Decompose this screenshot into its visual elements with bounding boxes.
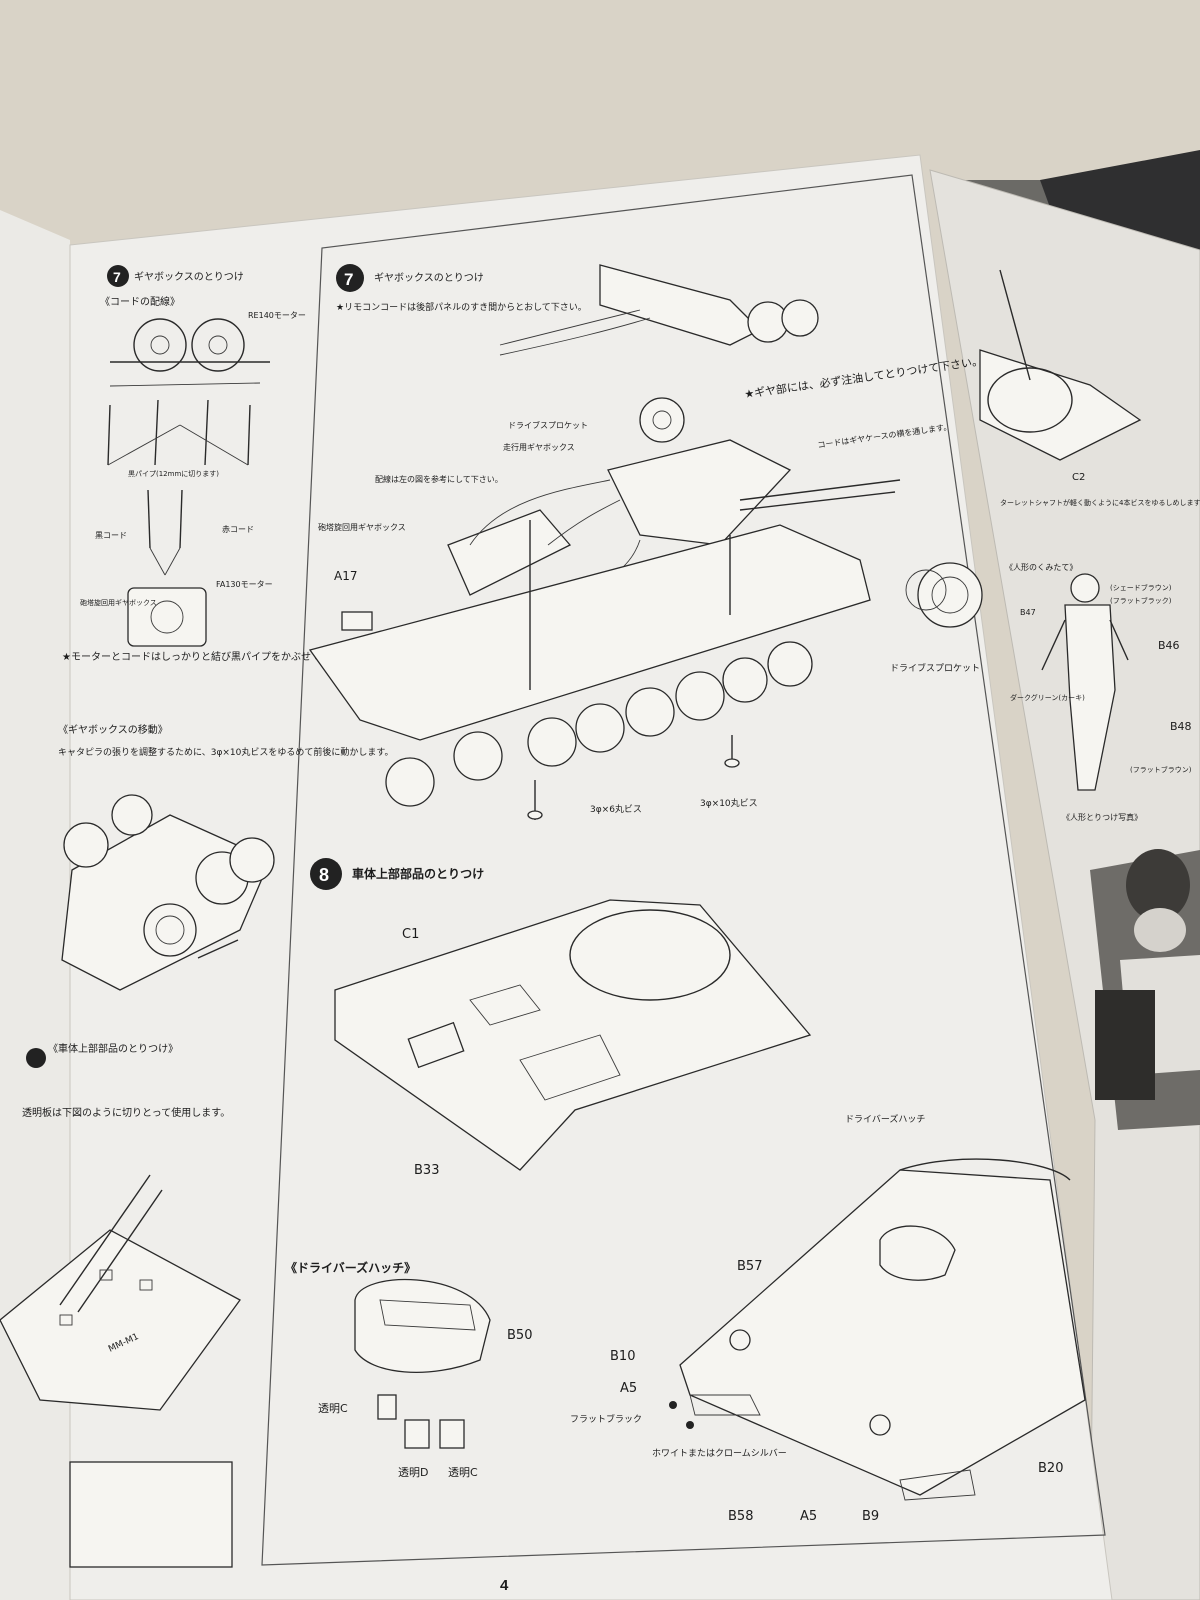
- upper-hull-drawing: [334, 899, 812, 1171]
- svg-text:7: 7: [113, 269, 121, 285]
- left-fa130-label: FA130モーター: [216, 580, 273, 589]
- part-a17-label: A17: [334, 569, 357, 583]
- left-re140-label: RE140モーター: [248, 311, 306, 320]
- paint-dot-black: [669, 1401, 677, 1409]
- screw-6-label: 3φ×6丸ビス: [590, 803, 642, 815]
- clear-sheet-drawing: [0, 1174, 241, 1411]
- screw-10-label: 3φ×10丸ビス: [700, 797, 758, 809]
- remote-cord-note: ★リモコンコードは後部パネルのすき間からとおして下さい。: [336, 301, 587, 313]
- step7-left-badge: [107, 265, 129, 287]
- turret-gearbox-label: 砲塔旋回用ギヤボックス: [318, 522, 406, 532]
- pipe-join-drawing: [147, 489, 183, 576]
- photo-heading: 《人形とりつけ写真》: [1062, 812, 1142, 822]
- cord-bundle-drawing: [107, 399, 251, 466]
- left-motor-note: ★モーターとコードはしっかりと結び黒パイプをかぶせて下さい。: [62, 650, 361, 663]
- page-number: 4: [500, 1577, 509, 1594]
- right-page: [929, 169, 1200, 1600]
- step8-number: 8: [319, 865, 329, 885]
- drive-sprocket-label: ドライブスプロケット: [508, 420, 588, 430]
- drivers-hatch-heading: 《ドライバーズハッチ》: [285, 1260, 416, 1275]
- wiring-note: 配線は左の図を参考にして下さい。: [375, 474, 503, 484]
- left-step7-title: ギヤボックスのとりつけ: [134, 271, 244, 283]
- step8-left-badge: [26, 1048, 46, 1068]
- left-cord-heading: 《コードの配線》: [100, 295, 180, 308]
- figure-heading: 《人形のくみたて》: [1005, 563, 1077, 572]
- part-b47-label: B47: [1020, 608, 1036, 617]
- drive-sprocket-drawing: [639, 397, 685, 443]
- flat-brown-label: (フラットブラウン): [1130, 765, 1192, 774]
- left-page: [0, 210, 90, 1600]
- paint-dot-white: [686, 1421, 694, 1429]
- drive-sprocket-right-label: ドライブスプロケット: [890, 662, 980, 674]
- front-hull-drawing: [669, 1158, 1086, 1501]
- clear-c-left-label: 透明C: [318, 1402, 348, 1415]
- screw-10-drawing: [724, 735, 740, 768]
- part-b33-label: B33: [414, 1163, 439, 1178]
- gearbox-move-drawing: [61, 794, 275, 991]
- part-b46-label: B46: [1158, 639, 1180, 652]
- figure-soldier-drawing: [1041, 573, 1129, 791]
- dark-green-label: ダークグリーン(カーキ): [1010, 693, 1085, 702]
- part-c1-label: C1: [402, 927, 419, 942]
- part-a5-left-label: A5: [620, 1381, 637, 1396]
- hull-gearbox-drawing: [308, 439, 901, 741]
- left-black-pipe-label: 黒パイプ(12mmに切ります): [128, 470, 219, 478]
- shade-brown-label: (シェードブラウン): [1110, 583, 1172, 592]
- part-b20-label: B20: [1038, 1461, 1063, 1476]
- part-b57-label: B57: [737, 1259, 762, 1274]
- main-frame: [261, 174, 1106, 1566]
- turret-ring-drawing: [979, 269, 1142, 461]
- left-gearbox-move-heading: 《ギヤボックスの移動》: [58, 723, 168, 736]
- part-b48-label: B48: [1170, 720, 1192, 733]
- figure-photo: [1090, 849, 1200, 1130]
- left-step8-title: 《車体上部部品のとりつけ》: [48, 1042, 178, 1055]
- step8-badge: [310, 858, 342, 890]
- step7-title: ギヤボックスのとりつけ: [374, 272, 484, 284]
- left-turret-gearbox-label: 砲塔旋回用ギヤボックス: [80, 598, 157, 607]
- part-b58-label: B58: [728, 1509, 753, 1524]
- part-b10-label: B10: [610, 1349, 635, 1364]
- running-gearbox-label: 走行用ギヤボックス: [503, 442, 575, 452]
- road-wheels-drawing: [385, 641, 813, 807]
- step7-badge: [336, 264, 364, 292]
- part-b50-label: B50: [507, 1328, 532, 1343]
- hatch-b50-drawing: [354, 1278, 491, 1449]
- step8-title: 車体上部部品のとりつけ: [352, 866, 484, 881]
- white-or-chrome-label: ホワイトまたはクロームシルバー: [652, 1448, 787, 1459]
- part-a17-drawing: [341, 611, 373, 631]
- right-flat-black-label: (フラットブラック): [1110, 596, 1172, 605]
- dual-motor-drawing: [109, 318, 270, 387]
- left-gearbox-move-text: キャタピラの張りを調整するために、3φ×10丸ビスをゆるめて前後に動かします。: [58, 746, 394, 758]
- right-sprocket-drawing: [905, 562, 983, 628]
- drivers-hatch-label: ドライバーズハッチ: [845, 1113, 925, 1125]
- svg-text:7: 7: [344, 270, 353, 289]
- left-clear-sheet-text: 透明板は下図のように切りとって使用します。: [22, 1106, 230, 1119]
- flat-black-label: フラットブラック: [570, 1413, 642, 1425]
- rear-panel-drawing: [499, 264, 819, 356]
- left-red-cord: 赤コード: [222, 525, 254, 534]
- part-a5-bottom-label: A5: [800, 1509, 817, 1524]
- left-black-cord: 黒コード: [95, 531, 127, 540]
- shaft-note: ターレットシャフトが軽く動くように4本ビスをゆるしめします。: [1000, 498, 1200, 507]
- part-c2-label: C2: [1072, 472, 1085, 483]
- clear-sheet-small: [69, 1461, 233, 1568]
- screw-6-drawing: [527, 780, 543, 820]
- part-b9-label: B9: [862, 1509, 879, 1524]
- fa130-motor-drawing: [127, 587, 207, 647]
- clear-c-right-label: 透明C: [448, 1466, 478, 1479]
- clear-d-label: 透明D: [398, 1466, 428, 1479]
